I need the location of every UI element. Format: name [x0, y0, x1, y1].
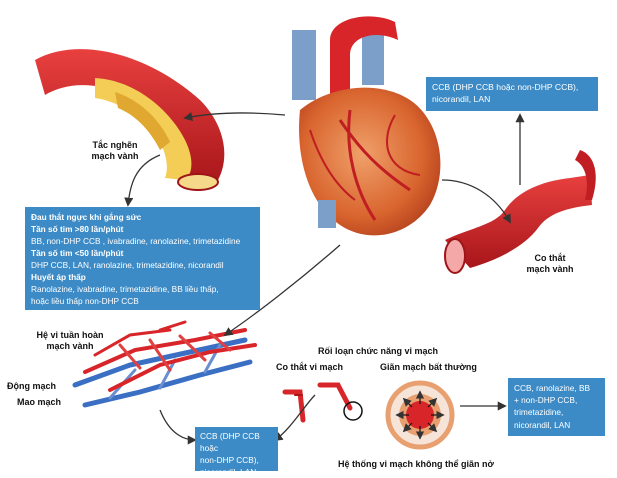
flow-arrows [124, 112, 525, 445]
artery-label: Động mạch [7, 381, 57, 391]
spasm-treatment-box: CCB (DHP CCB hoặc non-DHP CCB), nicorand… [426, 77, 598, 111]
spasm-artery-illustration [444, 150, 596, 274]
micro-spasm-vessels [282, 382, 363, 423]
blockage-label: Tắc nghẽn mạch vành [91, 140, 139, 161]
dysfunction-label: Rối loạn chức năng vi mạch [318, 346, 439, 356]
no-dilation-label: Hệ thống vi mạch không thể giãn nở [338, 459, 494, 469]
micro-spasm-label: Co thắt vi mạch [276, 362, 344, 372]
angina-treatment-box: Đau thắt ngực khi gắng sức Tần số tim >8… [25, 207, 260, 310]
abnormal-dilation-label: Giãn mạch bất thường [380, 362, 477, 372]
blocked-artery-illustration [35, 49, 225, 191]
microcirculation-network [72, 320, 257, 408]
dilation-rings [385, 380, 455, 450]
heart-illustration [292, 16, 441, 236]
dilation-treatment-box: CCB, ranolazine, BB + non-DHP CCB, trime… [508, 378, 605, 436]
spasm-label: Co thắt mạch vành [526, 253, 574, 274]
microcirculation-label: Hệ vi tuần hoàn mạch vành [36, 330, 104, 351]
capillary-label: Mao mạch [17, 397, 62, 407]
micro-spasm-treatment-box: CCB (DHP CCB hoặc non-DHP CCB), nicorand… [195, 427, 278, 477]
